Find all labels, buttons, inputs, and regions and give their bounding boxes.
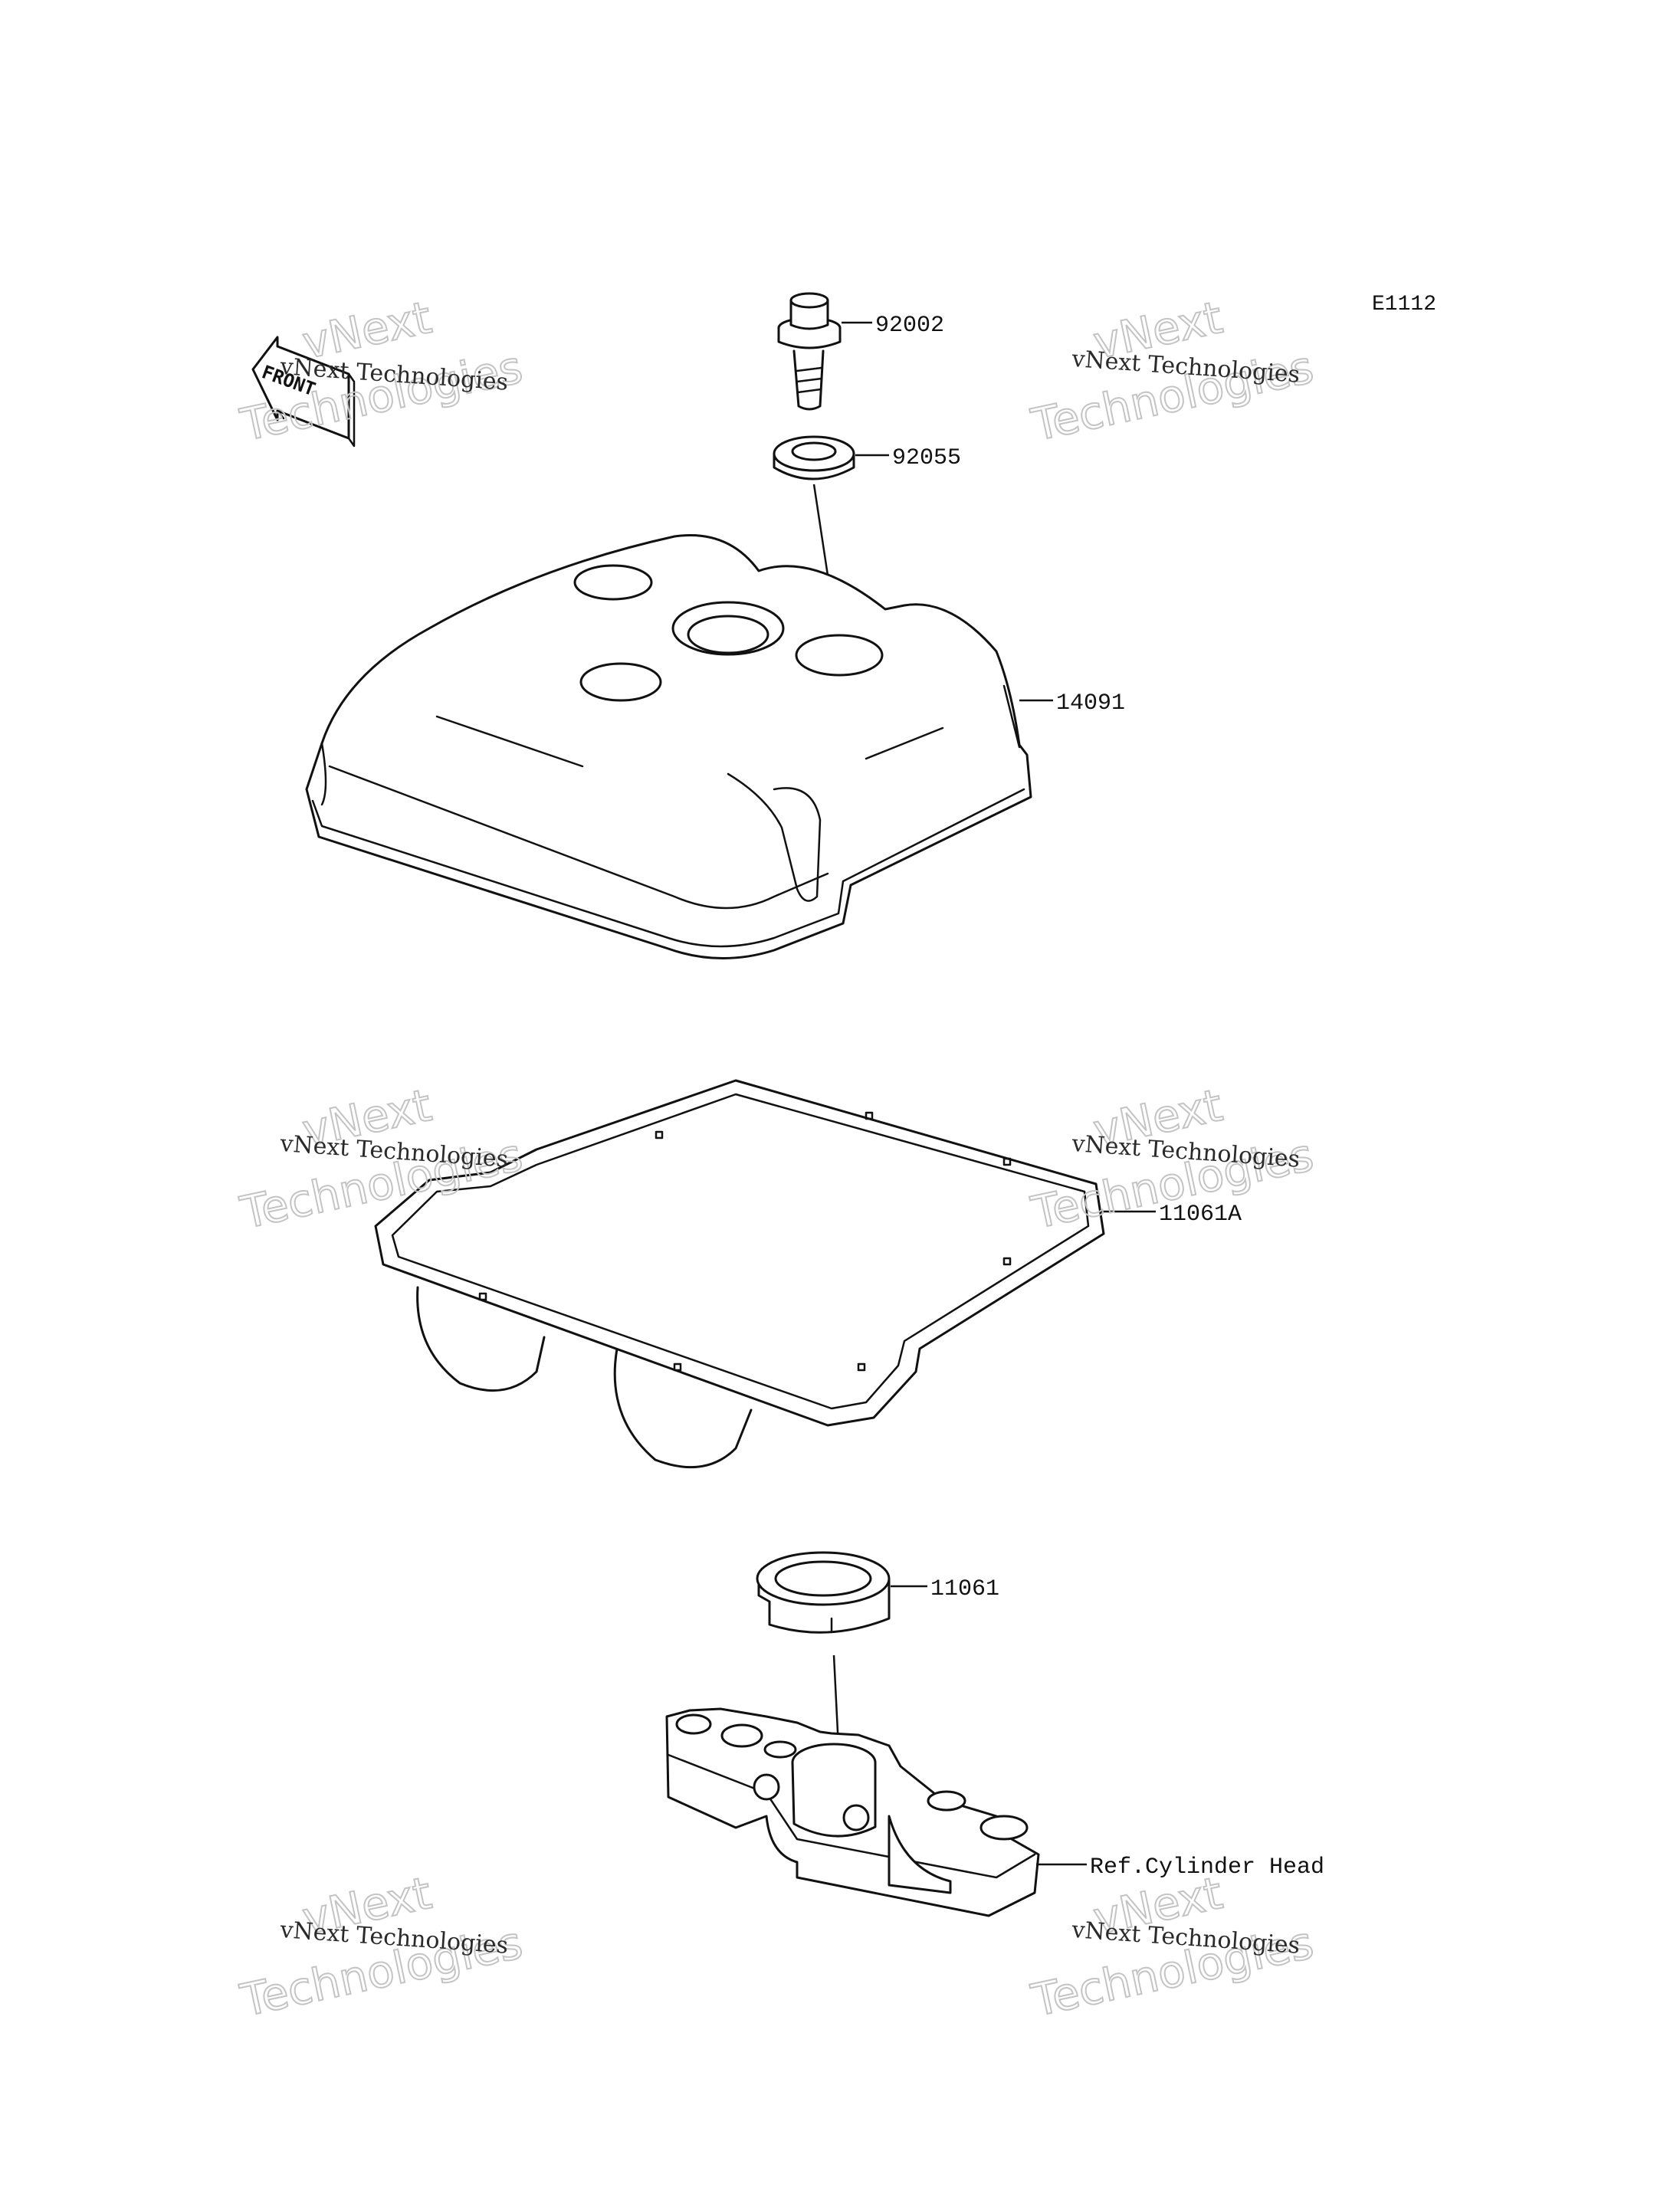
callout-gasket: 11061A xyxy=(1159,1202,1242,1228)
watermark-top-left: vNext Technologies vNext Technologies xyxy=(235,290,528,452)
cylinder-head-cover-part xyxy=(305,533,1032,959)
washer-part xyxy=(773,435,855,480)
front-arrow-icon: FRONT xyxy=(251,336,356,448)
watermark-bottom-left: vNext Technologies vNext Technologies xyxy=(235,1866,528,2028)
callout-cover: 14091 xyxy=(1056,690,1125,716)
bolt-part xyxy=(777,292,842,411)
diagram-code: E1112 xyxy=(1372,293,1436,316)
callout-washer: 92055 xyxy=(892,445,961,471)
watermark-top-right: vNext Technologies vNext Technologies xyxy=(1026,290,1319,452)
cylinder-head-reference-part xyxy=(665,1707,1040,1917)
watermark-bottom-right: vNext Technologies vNext Technologies xyxy=(1026,1866,1319,2028)
callout-bolt: 92002 xyxy=(875,313,944,339)
assembly-line-bottom xyxy=(832,1654,840,1748)
callout-cylinder-head: Ref.Cylinder Head xyxy=(1090,1854,1324,1881)
plug-hole-gasket-part xyxy=(756,1551,891,1634)
cover-gasket-part xyxy=(374,1079,1105,1469)
callout-plug-gasket: 11061 xyxy=(930,1576,999,1602)
